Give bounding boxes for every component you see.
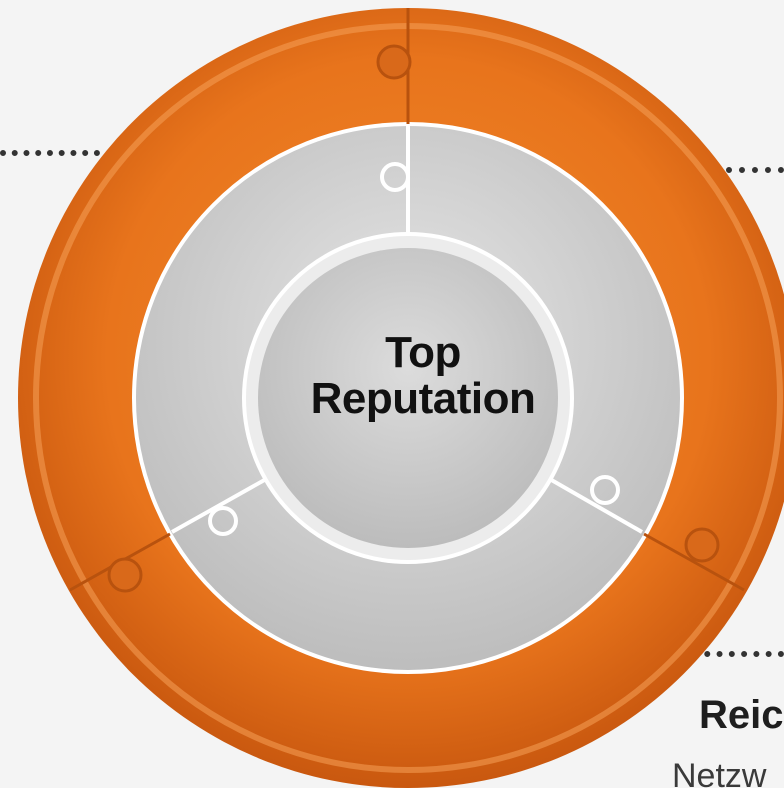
side-heading: Reic <box>699 693 784 737</box>
center-title: Top Reputation <box>273 330 573 422</box>
inner-puzzle-knob-top <box>380 162 410 192</box>
inner-separator-right <box>547 476 643 534</box>
outer-separator-right <box>643 532 745 592</box>
outer-puzzle-knob-top <box>376 44 412 80</box>
outer-puzzle-knob-left <box>107 557 143 593</box>
side-body-text: Netzw <box>672 757 767 788</box>
connector-line-top-left <box>0 150 100 156</box>
connector-line-bottom-right <box>692 651 784 657</box>
outer-puzzle-knob-right <box>684 527 720 563</box>
center-hub <box>258 248 558 548</box>
center-title-line-2: Reputation <box>310 374 536 423</box>
connector-line-top-right <box>726 167 784 173</box>
inner-puzzle-knob-right <box>590 475 620 505</box>
center-title-line-1: Top <box>385 328 461 377</box>
inner-separator-left <box>171 476 269 534</box>
inner-puzzle-knob-left <box>208 506 238 536</box>
